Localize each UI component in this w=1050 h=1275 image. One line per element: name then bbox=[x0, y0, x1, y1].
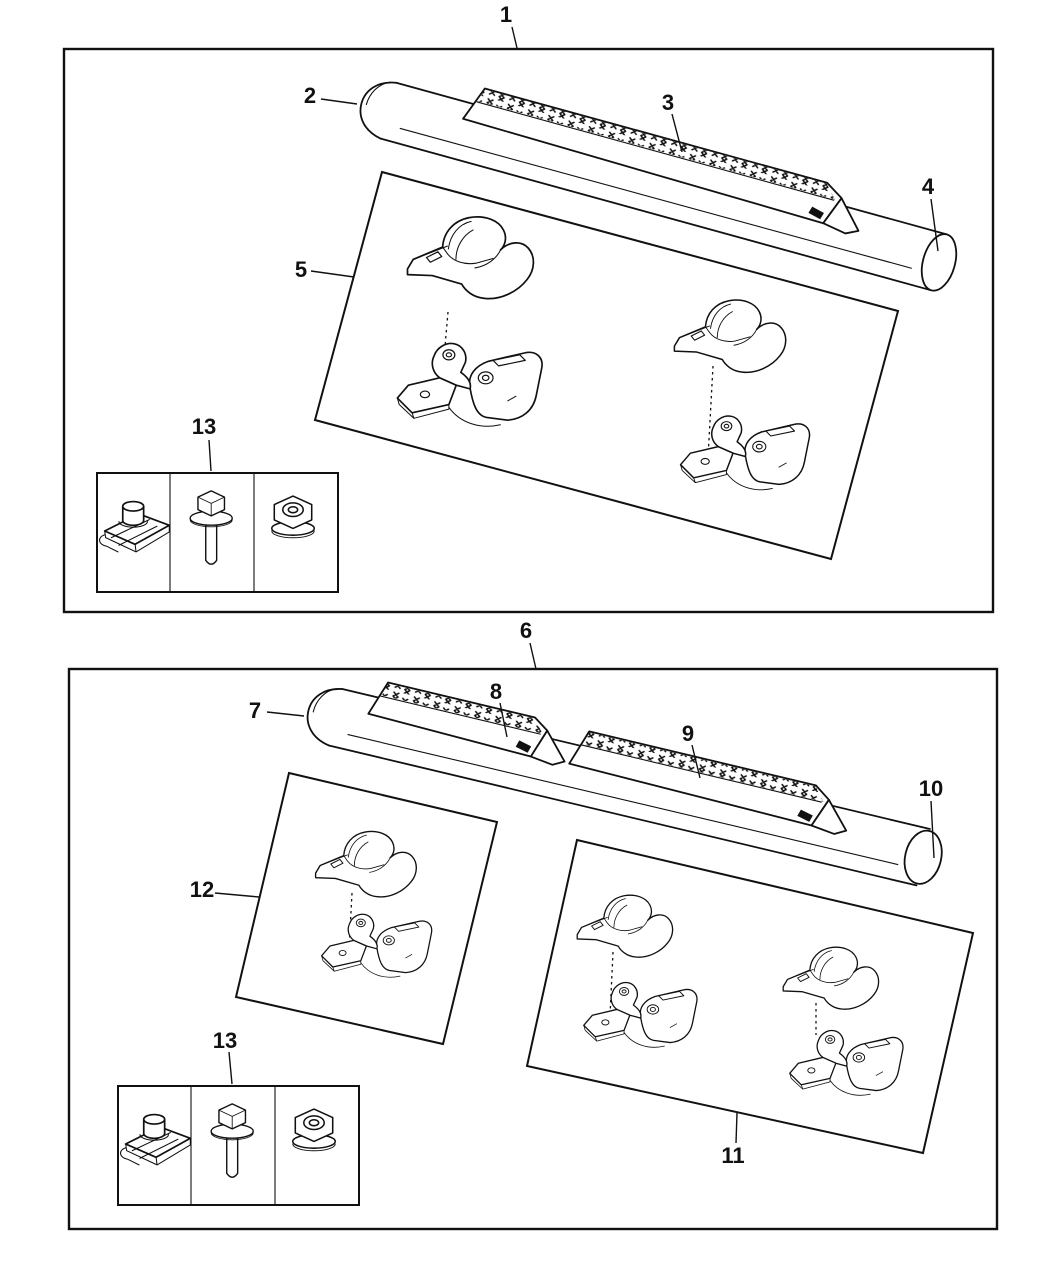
callout-1: 1 bbox=[500, 2, 512, 27]
bracket-box-12 bbox=[234, 771, 499, 1046]
callout-11: 11 bbox=[721, 1143, 744, 1168]
callout-10: 10 bbox=[919, 776, 943, 801]
callout-12: 12 bbox=[190, 877, 214, 902]
callout-6: 6 bbox=[520, 618, 532, 643]
fastener-kit-box-lower bbox=[118, 1086, 359, 1205]
tread-plate-rear bbox=[568, 730, 848, 835]
bracket-box-5 bbox=[313, 170, 900, 561]
callout-13-lower: 13 bbox=[213, 1028, 237, 1053]
callout-5: 5 bbox=[295, 257, 307, 282]
tube-open-end bbox=[903, 829, 943, 885]
upper-bracket bbox=[314, 830, 418, 898]
upper-bracket bbox=[782, 946, 880, 1010]
upper-bracket bbox=[673, 299, 787, 374]
tube-open-end bbox=[920, 233, 958, 292]
upper-bracket bbox=[406, 216, 535, 300]
fastener-kit-box-upper bbox=[97, 473, 338, 592]
lower-bracket bbox=[320, 913, 433, 978]
bracket-box-11 bbox=[525, 838, 975, 1155]
lower-bracket bbox=[583, 981, 698, 1048]
leader-lines bbox=[208, 26, 939, 1144]
tread-plate-upper bbox=[462, 87, 860, 235]
side-step-tube-lower bbox=[306, 681, 943, 887]
lower-bracket bbox=[679, 415, 811, 491]
callout-9: 9 bbox=[682, 721, 694, 746]
callout-8: 8 bbox=[490, 679, 502, 704]
alignment-dotted-line bbox=[707, 365, 714, 459]
callout-4: 4 bbox=[922, 174, 935, 199]
callout-7: 7 bbox=[249, 698, 261, 723]
side-step-tube-upper bbox=[359, 81, 958, 292]
lower-panel-border bbox=[67, 667, 999, 1231]
alignment-dotted-line bbox=[609, 951, 614, 1017]
callout-3: 3 bbox=[662, 90, 674, 115]
upper-panel-border bbox=[62, 47, 995, 614]
lower-bracket bbox=[789, 1029, 904, 1096]
lower-bracket bbox=[396, 342, 543, 428]
tread-plate-front bbox=[367, 681, 566, 766]
callout-13-upper: 13 bbox=[192, 414, 216, 439]
callout-2: 2 bbox=[304, 83, 316, 108]
upper-bracket bbox=[576, 894, 674, 958]
